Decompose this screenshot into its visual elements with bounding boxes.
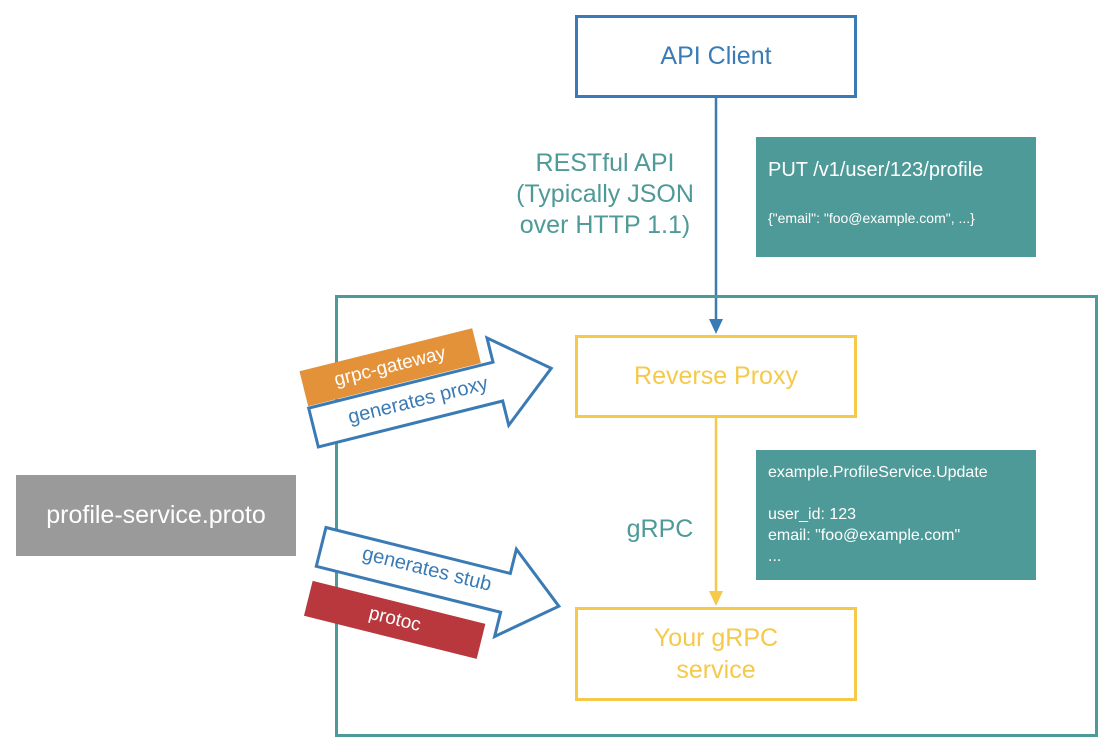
- rest-request-line: PUT /v1/user/123/profile: [768, 159, 984, 181]
- rest-label-line1: RESTful API: [535, 149, 675, 177]
- api-client-label: API Client: [660, 42, 772, 70]
- reverse-proxy-label: Reverse Proxy: [634, 362, 798, 390]
- proto-file-box: profile-service.proto: [16, 475, 296, 556]
- generates-proxy-arrow: [306, 335, 554, 449]
- rest-api-label: RESTful API (Typically JSON over HTTP 1.…: [480, 148, 730, 241]
- note-spacer: [768, 483, 1024, 504]
- generates-stub-arrow: [314, 525, 562, 640]
- grpc-arrowhead: [709, 591, 723, 606]
- grpc-service-line1: Your gRPC: [653, 624, 779, 652]
- server-boundary: [335, 295, 1098, 737]
- reverse-proxy-box: Reverse Proxy: [575, 335, 857, 418]
- api-client-box: API Client: [575, 15, 857, 98]
- grpc-more-line: ...: [768, 548, 782, 565]
- grpc-method-line: example.ProfileService.Update: [768, 464, 988, 481]
- rest-request-body: {"email": "foo@example.com", ...}: [768, 210, 975, 226]
- protoc-label: protoc: [366, 602, 423, 636]
- grpc-request-note: example.ProfileService.Update user_id: 1…: [756, 450, 1036, 580]
- grpc-label: gRPC: [626, 515, 694, 543]
- rest-label-line3: over HTTP 1.1): [519, 211, 691, 239]
- rest-arrowhead: [709, 319, 723, 334]
- grpc-service-box: Your gRPC service: [575, 607, 857, 701]
- grpc-service-line2: service: [676, 656, 756, 684]
- rest-label-line2: (Typically JSON: [516, 180, 694, 208]
- grpc-user-id-line: user_id: 123: [768, 506, 857, 523]
- rest-request-note: PUT /v1/user/123/profile {"email": "foo@…: [756, 137, 1036, 257]
- proto-file-label: profile-service.proto: [46, 501, 266, 529]
- grpc-email-line: email: "foo@example.com": [768, 527, 961, 544]
